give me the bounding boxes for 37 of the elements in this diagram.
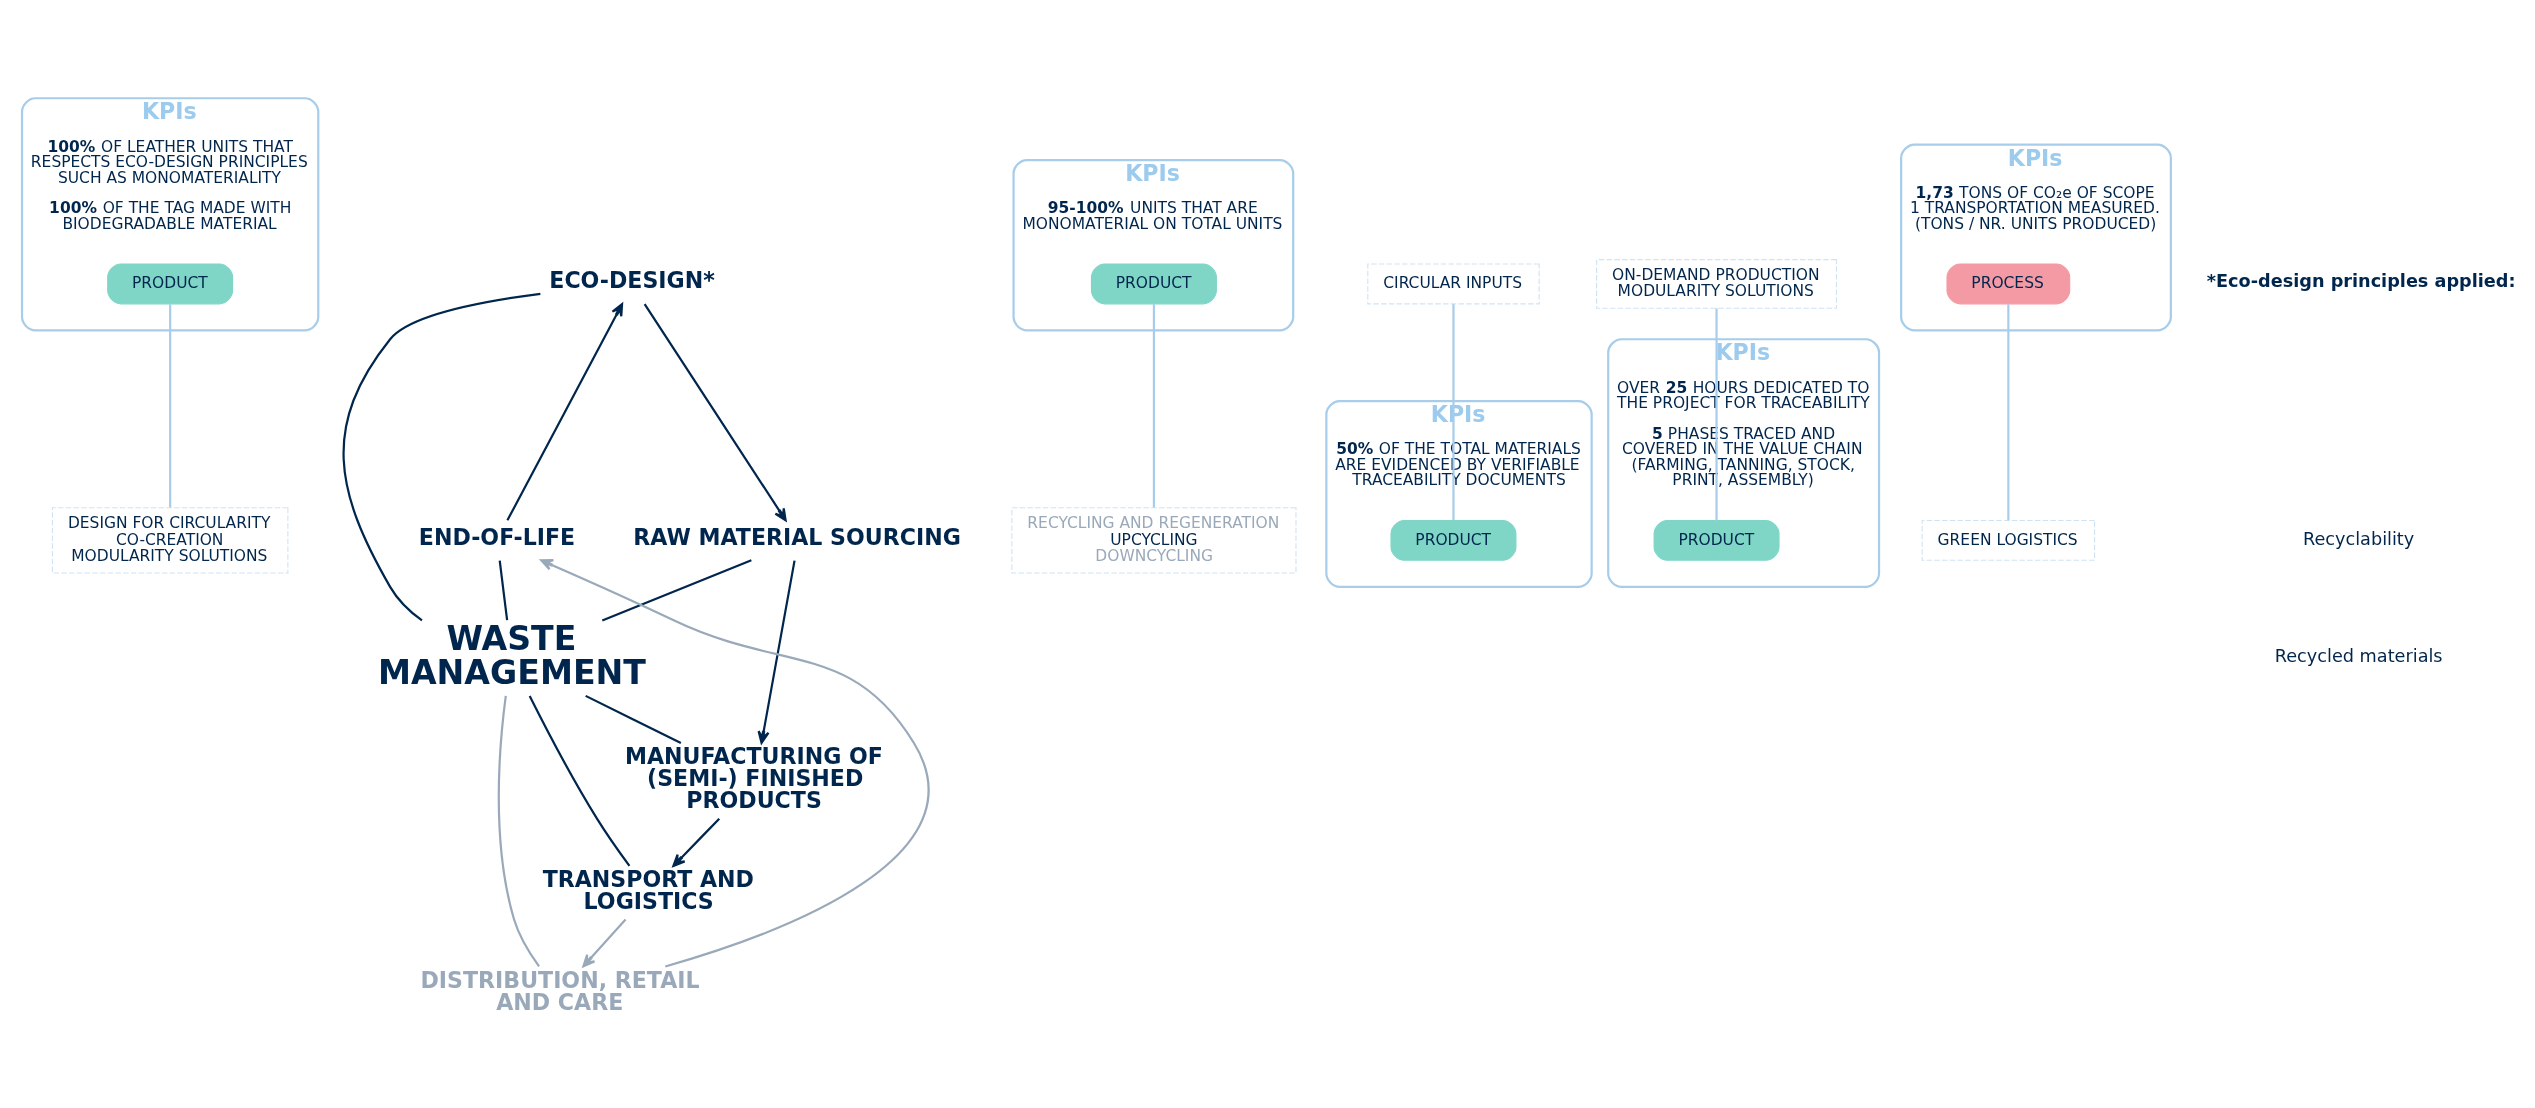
node-box: DESIGN FOR CIRCULARITY CO-CREATION MODULARITY SOLUTIONS: [51, 506, 289, 574]
node-box: CIRCULAR INPUTS: [1367, 263, 1540, 304]
node-text: RAW MATERIAL SOURCING: [633, 523, 961, 550]
node-text: END-OF-LIFE: [418, 523, 576, 550]
connector: [1152, 303, 1156, 508]
node-box: GREEN LOGISTICS: [1921, 519, 2096, 561]
connector: [2007, 303, 2010, 520]
connector: [169, 303, 172, 508]
connector: [1715, 308, 1718, 520]
node-box: PRODUCT: [1653, 519, 1780, 561]
node-box: ON-DEMAND PRODUCTION MODULARITY SOLUTIONS: [1596, 258, 1838, 309]
arrow: [506, 302, 624, 521]
node-box: PRODUCT: [107, 263, 234, 304]
connector: [601, 558, 752, 621]
arrow: [757, 559, 796, 744]
connector: [528, 695, 631, 867]
arrow: [643, 303, 787, 521]
label: *Eco-design principles applied:: [2206, 270, 2516, 291]
arrow: [582, 918, 627, 967]
node-box: PRODUCT: [1390, 519, 1517, 561]
node-text: WASTE MANAGEMENT: [377, 618, 646, 692]
label: Recyclability: [2302, 528, 2415, 549]
node-text: MANUFACTURING OF (SEMI-) FINISHED PRODUCTS: [625, 742, 883, 813]
node-box: RECYCLING AND REGENERATION UPCYCLING DOWNCYCLING: [1011, 506, 1297, 574]
node-text: DISTRIBUTION, RETAIL AND CARE: [420, 966, 700, 1015]
connector: [342, 292, 541, 621]
node-box: PROCESS: [1946, 263, 2071, 304]
connector: [1452, 303, 1455, 520]
node-text: ECO-DESIGN*: [549, 266, 715, 293]
arrow: [672, 817, 721, 867]
node-box: PRODUCT: [1090, 263, 1217, 304]
connector: [497, 695, 540, 967]
arrow: [540, 558, 930, 968]
node-text: TRANSPORT AND LOGISTICS: [542, 865, 754, 914]
connector: [498, 559, 509, 620]
connector: [585, 694, 682, 744]
label: Recycled materials: [2274, 645, 2443, 666]
